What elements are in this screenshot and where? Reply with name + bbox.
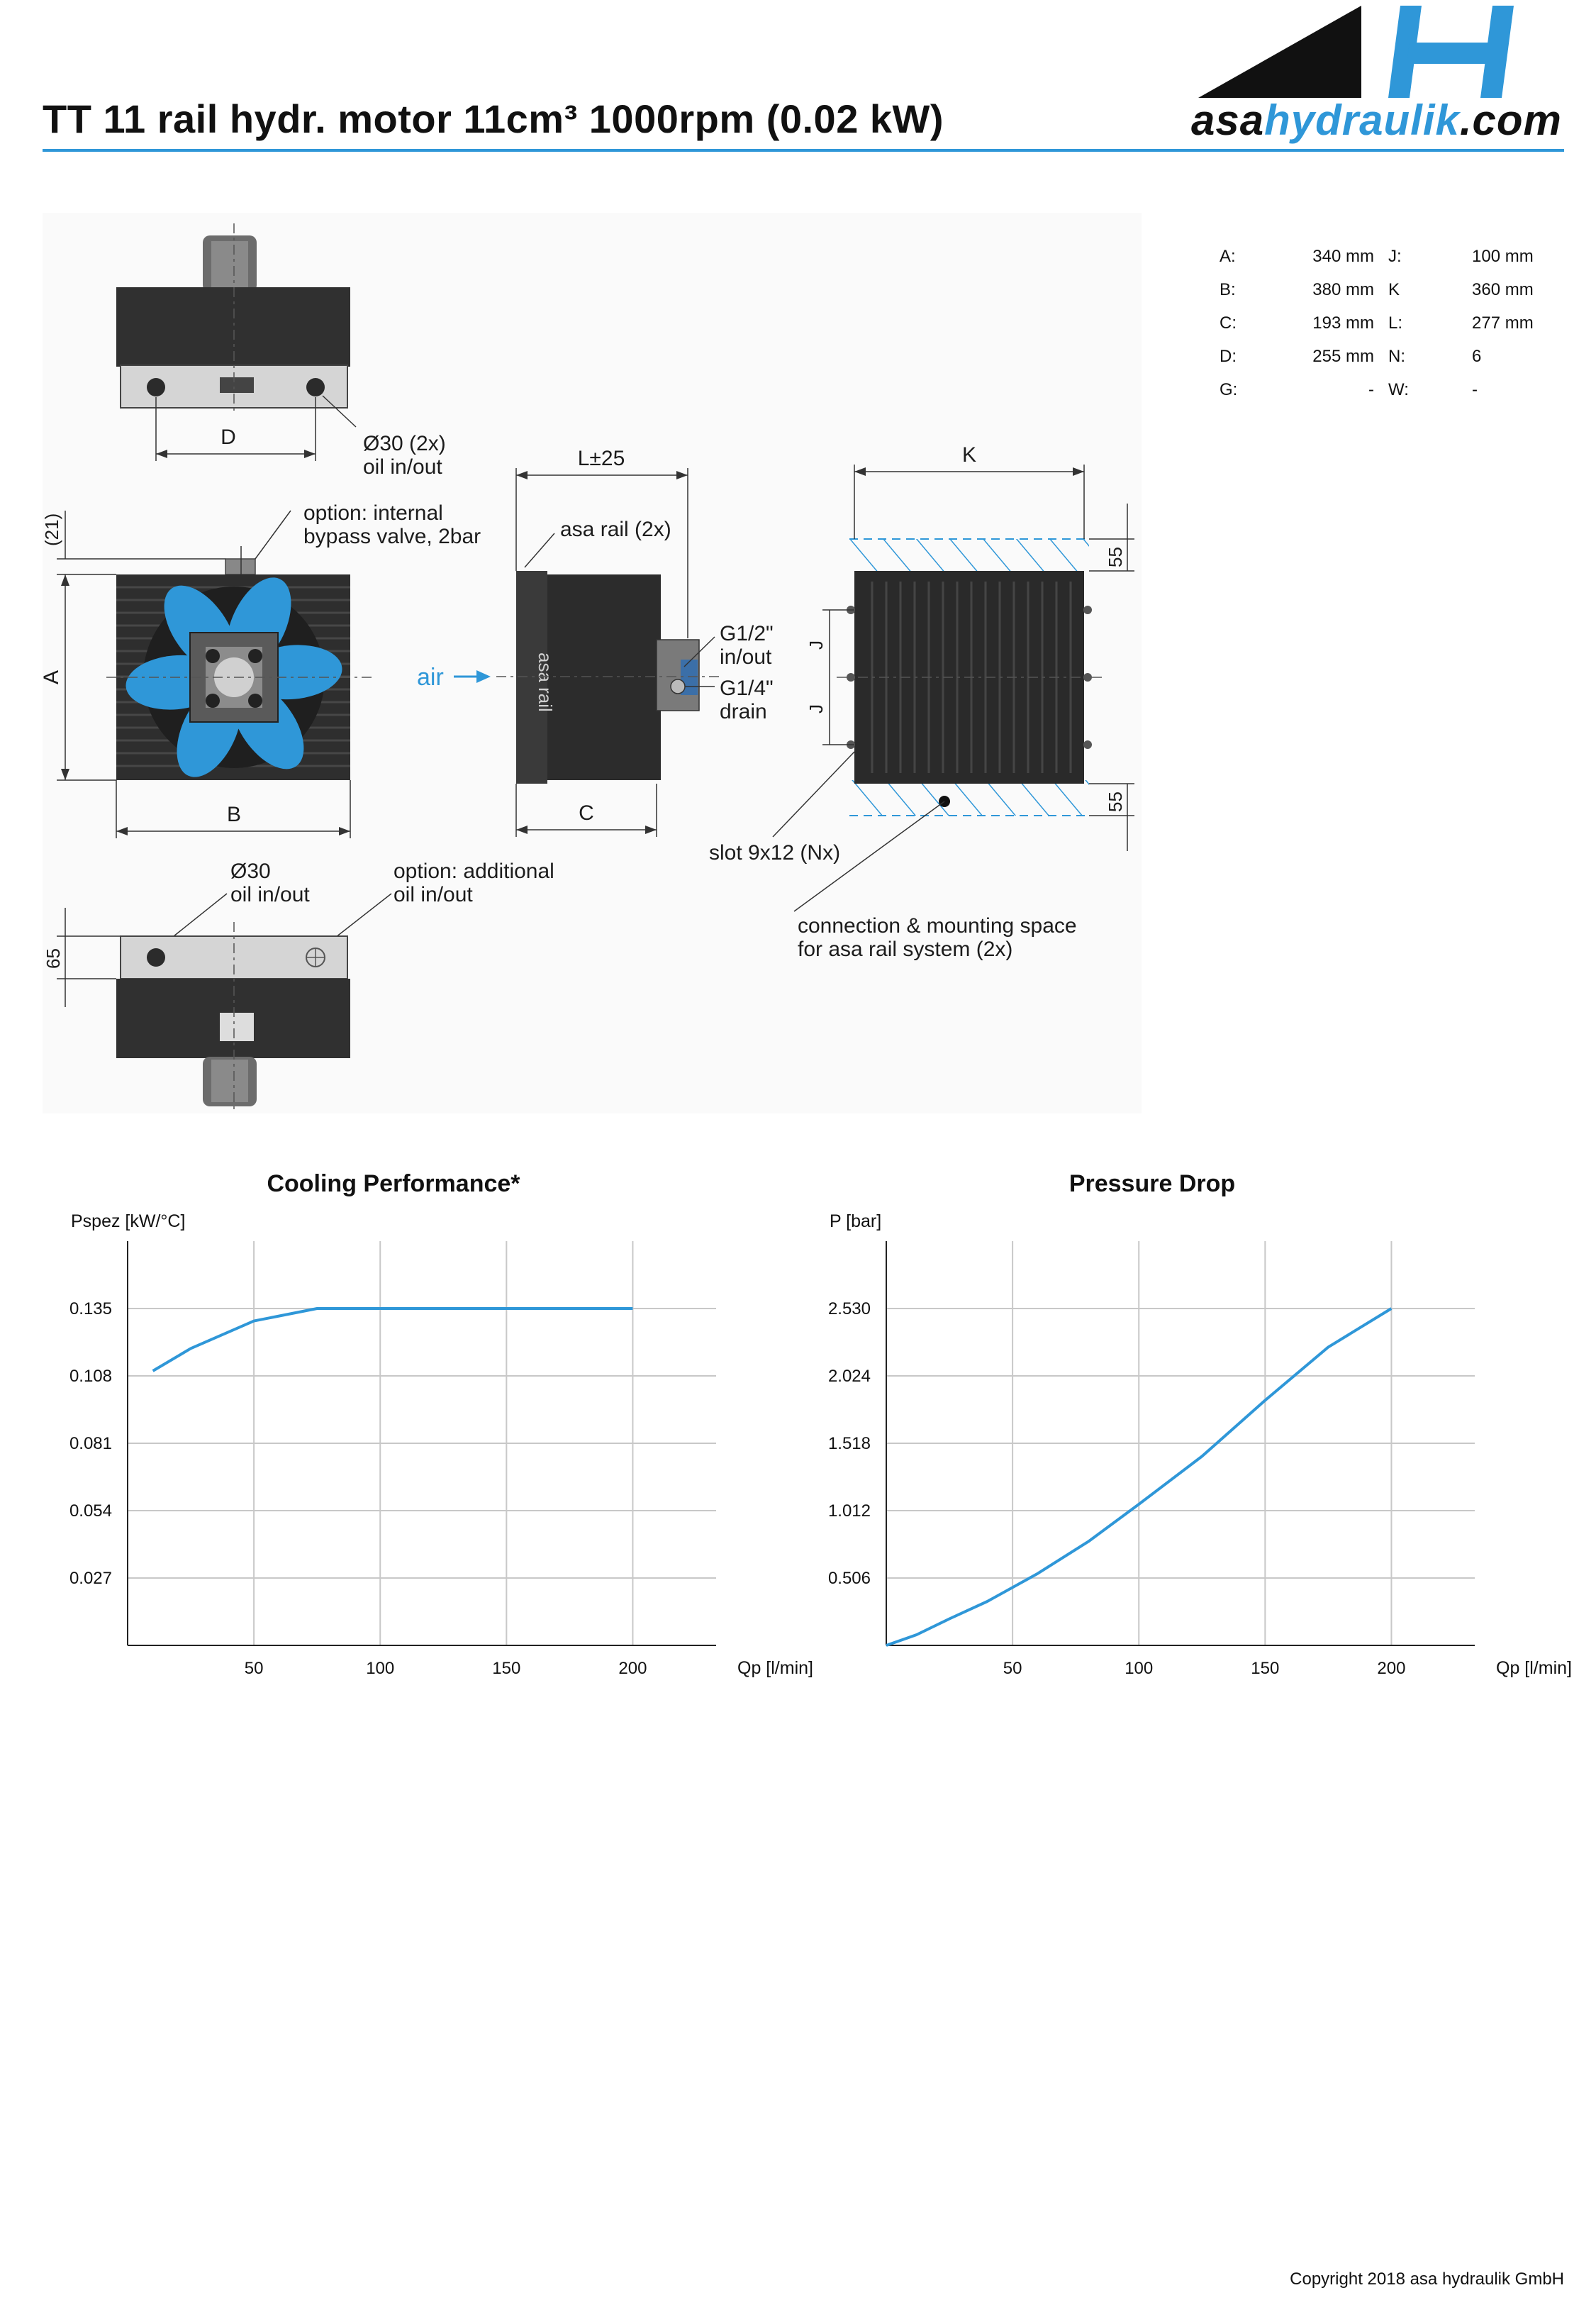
- g14-label-2: drain: [720, 700, 767, 723]
- dim-l-label: L±25: [578, 447, 625, 470]
- y-axis-label: P [bar]: [830, 1211, 881, 1231]
- technical-drawing: D Ø30 (2x) oil in/out option: internal b…: [43, 213, 1142, 1113]
- spec-key: G:: [1220, 379, 1238, 399]
- spec-key: N:: [1388, 346, 1405, 366]
- y-tick-label: 0.506: [828, 1569, 871, 1588]
- additional-label-2: oil in/out: [394, 883, 473, 906]
- spec-key: A:: [1220, 246, 1236, 266]
- spec-value: 193 mm: [1312, 313, 1374, 333]
- series-line: [886, 1307, 1393, 1647]
- spec-value: 380 mm: [1312, 279, 1374, 299]
- spec-table: A: 340 mm J: 100 mm B: 380 mm K 360 mm C: 193 mm L…: [1220, 240, 1557, 406]
- dim-55-top-label: 55: [1105, 547, 1126, 567]
- spec-row: B: 380 mm K 360 mm: [1220, 273, 1557, 306]
- spec-value: 277 mm: [1472, 313, 1534, 333]
- y-tick-label: 1.012: [828, 1501, 871, 1521]
- spec-value: 340 mm: [1312, 246, 1374, 266]
- copyright: Copyright 2018 asa hydraulik GmbH: [1290, 2270, 1564, 2289]
- x-tick-label: 150: [492, 1659, 520, 1678]
- series-line: [152, 1307, 633, 1372]
- spec-row: C: 193 mm L: 277 mm: [1220, 306, 1557, 340]
- x-tick-label: 100: [366, 1659, 394, 1678]
- y-tick-label: 1.518: [828, 1434, 871, 1453]
- spec-row: A: 340 mm J: 100 mm: [1220, 240, 1557, 273]
- y-tick-label: 0.135: [69, 1299, 112, 1318]
- title-rule: [43, 149, 1564, 152]
- spec-key: B:: [1220, 279, 1236, 299]
- x-tick-label: 150: [1251, 1659, 1279, 1678]
- spec-body: A: 340 mm J: 100 mm B: 380 mm K 360 mm C: 193 mm L…: [1220, 240, 1557, 406]
- bottom-view: Ø30 oil in/out option: additional oil in…: [43, 860, 554, 1110]
- g12-label-2: in/out: [720, 645, 772, 669]
- side-view: air asa rail L±25 asa rail (2x) G1/2" in…: [417, 447, 774, 837]
- y-tick-label: 2.530: [828, 1299, 871, 1318]
- spec-key: C:: [1220, 313, 1237, 333]
- y-tick-label: 0.054: [69, 1501, 112, 1521]
- y-tick-label: 0.108: [69, 1367, 112, 1386]
- x-tick-label: 200: [1377, 1659, 1405, 1678]
- spec-key: D:: [1220, 346, 1237, 366]
- additional-label-1: option: additional: [394, 860, 554, 883]
- dim-j1-label: J: [805, 640, 827, 650]
- y-axis-label: Pspez [kW/°C]: [71, 1211, 185, 1231]
- rear-view: K J J 55 55 slot 9x12 (Nx) connection & …: [709, 443, 1134, 961]
- dim-b-label: B: [227, 803, 241, 826]
- bypass-label-2: bypass valve, 2bar: [303, 525, 481, 548]
- spec-value: 255 mm: [1312, 346, 1374, 366]
- bypass-label-1: option: internal: [303, 501, 443, 525]
- dim-d-label: D: [221, 426, 236, 449]
- y-tick-label: 0.081: [69, 1434, 112, 1453]
- dim-j2-label: J: [805, 704, 827, 713]
- chart-title: Cooling Performance*: [267, 1170, 520, 1197]
- connection-label-2: for asa rail system (2x): [798, 938, 1012, 961]
- x-tick-label: 50: [1003, 1659, 1022, 1678]
- spec-value: 100 mm: [1472, 246, 1534, 266]
- logo-wordmark: asahydraulik.com: [1191, 96, 1562, 144]
- y-tick-label: 2.024: [828, 1367, 871, 1386]
- pressure-drop-chart: Pressure Drop P [bar] 50 100 150 200 0.506 1.01…: [828, 1170, 1572, 1678]
- slot-label: slot 9x12 (Nx): [709, 841, 840, 865]
- ah-logo-icon: [1198, 6, 1514, 98]
- spec-row: D: 255 mm N: 6: [1220, 340, 1557, 373]
- cooling-performance-chart: Cooling Performance* Pspez [kW/°C] 50 100 15…: [69, 1170, 813, 1678]
- y-tick-label: 0.027: [69, 1569, 112, 1588]
- spec-value: -: [1472, 379, 1478, 399]
- g12-label-1: G1/2": [720, 622, 774, 645]
- x-axis-label: Qp [l/min]: [1496, 1658, 1572, 1678]
- x-axis-label: Qp [l/min]: [737, 1658, 813, 1678]
- front-view: option: internal bypass valve, 2bar: [43, 501, 481, 838]
- air-label: air: [417, 664, 444, 691]
- spec-value: -: [1368, 379, 1374, 399]
- dim-55-bot-label: 55: [1105, 791, 1126, 812]
- rail-text-label: asa rail: [535, 652, 556, 712]
- g14-label-1: G1/4": [720, 677, 774, 700]
- page-title: TT 11 rail hydr. motor 11cm³ 1000rpm (0.…: [43, 96, 944, 141]
- oil-top-label-2: oil in/out: [363, 455, 442, 479]
- spec-row: G:-W:-: [1220, 373, 1557, 406]
- x-tick-label: 200: [618, 1659, 647, 1678]
- dim-a-label: A: [43, 670, 63, 684]
- connection-label-1: connection & mounting space: [798, 914, 1077, 938]
- spec-key: K: [1388, 279, 1400, 299]
- dim-c-label: C: [579, 801, 594, 825]
- spec-value: 360 mm: [1472, 279, 1534, 299]
- top-view: D Ø30 (2x) oil in/out: [116, 223, 446, 479]
- dim-65-label: 65: [43, 948, 64, 969]
- oil-bottom-label-1: Ø30: [230, 860, 271, 883]
- oil-top-label-1: Ø30 (2x): [363, 432, 446, 455]
- oil-bottom-label-2: oil in/out: [230, 883, 310, 906]
- spec-key: L:: [1388, 313, 1403, 333]
- spec-value: 6: [1472, 346, 1482, 366]
- x-tick-label: 100: [1125, 1659, 1153, 1678]
- chart-title: Pressure Drop: [1069, 1170, 1235, 1197]
- x-tick-label: 50: [245, 1659, 264, 1678]
- dim-21-label: (21): [43, 513, 62, 546]
- asa-rail-label: asa rail (2x): [560, 518, 671, 541]
- dim-k-label: K: [962, 443, 976, 467]
- spec-key: W:: [1388, 379, 1409, 399]
- spec-key: J:: [1388, 246, 1402, 266]
